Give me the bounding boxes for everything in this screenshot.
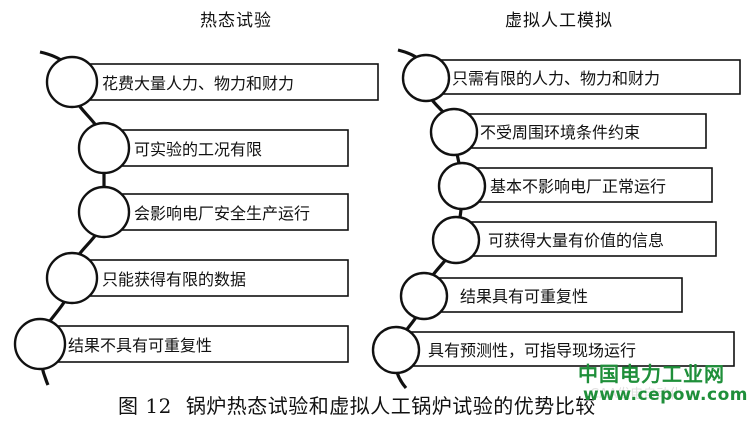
left-column-title: 热态试验 (200, 11, 272, 31)
left-item: 结果不具有可重复性 (13, 317, 349, 371)
right-item: 基本不影响电厂正常运行 (437, 161, 713, 211)
right-item: 不受周围环境条件约束 (429, 107, 707, 157)
right-column-title: 虚拟人工模拟 (505, 11, 613, 31)
left-item: 只能获得有限的数据 (45, 251, 349, 305)
right-item-text: 可获得大量有价值的信息 (488, 231, 664, 250)
left-item-text: 会影响电厂安全生产运行 (134, 204, 310, 223)
left-item-text: 只能获得有限的数据 (102, 270, 246, 289)
watermark-secondary: CAA发电自动化 (590, 387, 683, 402)
watermark-url: www.cepow.com (583, 385, 748, 405)
right-item-text: 只需有限的人力、物力和财力 (452, 69, 660, 88)
right-item: 只需有限的人力、物力和财力 (401, 53, 741, 103)
right-item: 可获得大量有价值的信息 (431, 215, 717, 265)
left-item: 花费大量人力、物力和财力 (45, 55, 379, 109)
left-item: 可实验的工况有限 (77, 121, 349, 175)
right-item: 结果具有可重复性 (399, 271, 683, 321)
right-item-text: 具有预测性，可指导现场运行 (428, 341, 636, 360)
figure-caption-text: 锅炉热态试验和虚拟人工锅炉试验的优势比较 (185, 394, 596, 418)
left-item-text: 可实验的工况有限 (134, 140, 262, 159)
right-item-text: 不受周围环境条件约束 (480, 123, 640, 142)
figure-caption: 图 12 锅炉热态试验和虚拟人工锅炉试验的优势比较 (118, 390, 596, 419)
left-item-text: 结果不具有可重复性 (68, 336, 212, 355)
right-item-text: 结果具有可重复性 (460, 287, 588, 306)
figure-number: 图 12 (118, 394, 172, 418)
left-item-text: 花费大量人力、物力和财力 (102, 74, 294, 93)
watermark-title: 中国电力工业网 (578, 362, 725, 386)
left-item: 会影响电厂安全生产运行 (77, 185, 349, 239)
right-item: 具有预测性，可指导现场运行 (371, 325, 735, 375)
right-item-text: 基本不影响电厂正常运行 (490, 177, 666, 196)
